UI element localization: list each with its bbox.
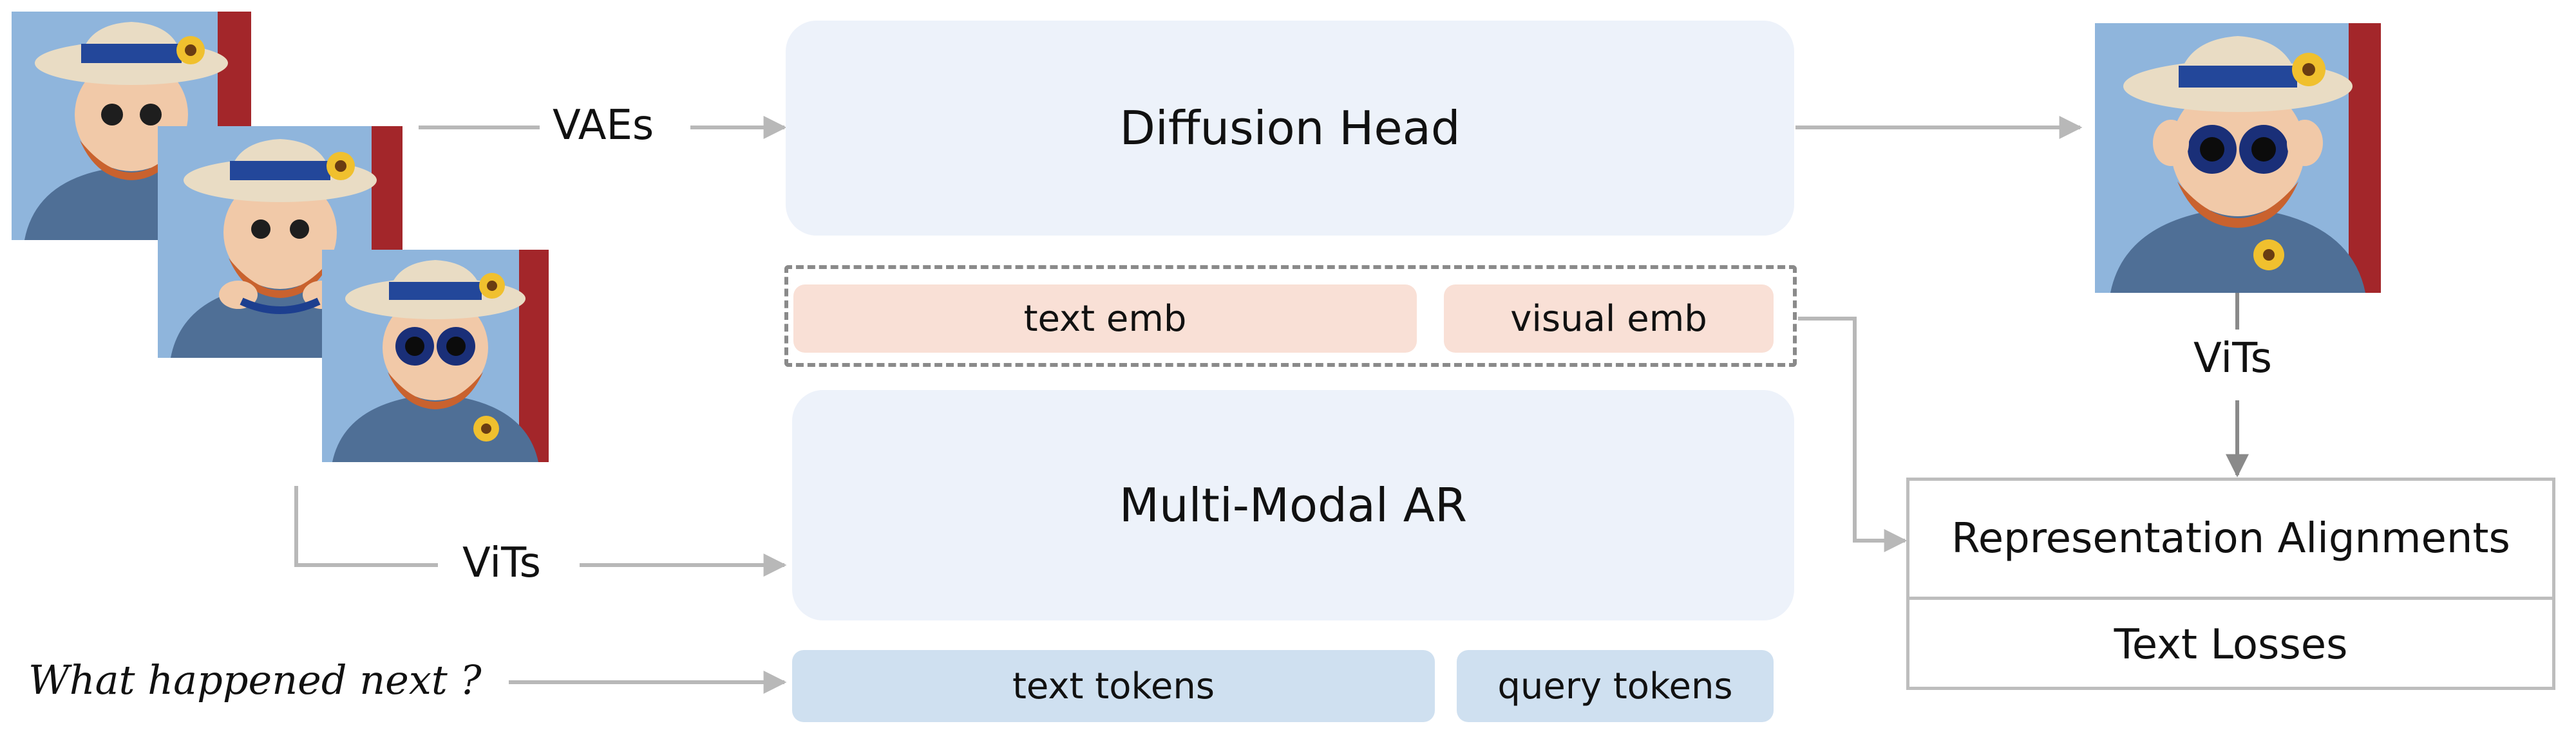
text-losses-label: Text Losses [2114, 621, 2348, 669]
prompt-text: What happened next ? [28, 656, 482, 703]
query-tokens-block: query tokens [1457, 650, 1774, 722]
text-emb-block: text emb [793, 284, 1417, 353]
losses-box: Representation Alignments Text Losses [1906, 478, 2555, 690]
text-emb-label: text emb [1023, 297, 1187, 340]
input-frame-3 [322, 250, 549, 462]
vits-input-connector [294, 486, 438, 567]
text-tokens-label: text tokens [1012, 665, 1215, 707]
toy-figure-output-icon [2095, 23, 2381, 293]
embedding-group-dashed-box [784, 265, 1797, 367]
text-tokens-block: text tokens [792, 650, 1435, 722]
multi-modal-ar-label: Multi-Modal AR [1119, 478, 1468, 532]
representation-alignments-label: Representation Alignments [1951, 515, 2510, 563]
vits-output-label: ViTs [2193, 335, 2272, 382]
losses-divider [1909, 597, 2552, 600]
visual-emb-label: visual emb [1510, 297, 1707, 340]
vits-input-label: ViTs [462, 539, 541, 587]
query-tokens-label: query tokens [1497, 665, 1733, 707]
multi-modal-ar-block: Multi-Modal AR [792, 390, 1794, 620]
output-image [2095, 23, 2381, 293]
visual-emb-block: visual emb [1444, 284, 1774, 353]
diffusion-head-block: Diffusion Head [786, 21, 1794, 236]
toy-figure-frame-icon [322, 250, 549, 462]
diffusion-head-label: Diffusion Head [1119, 101, 1461, 155]
vaes-label: VAEs [553, 102, 654, 149]
visual-emb-to-losses [1798, 317, 1908, 552]
